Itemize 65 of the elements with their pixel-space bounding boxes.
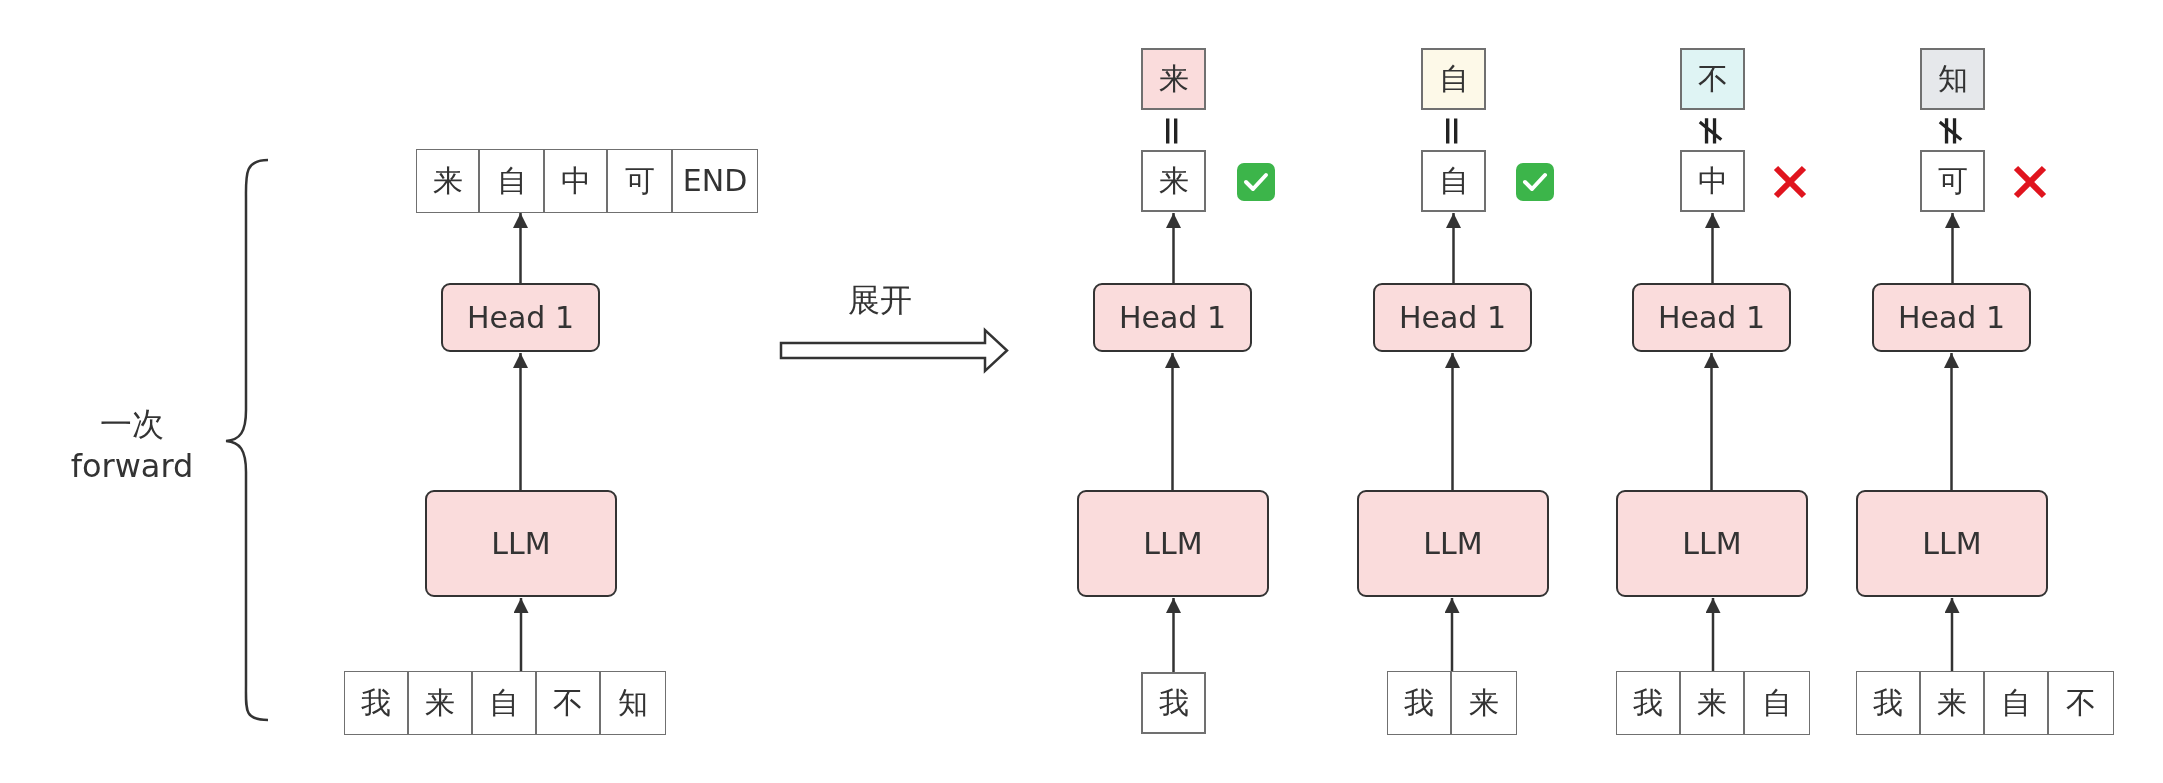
arrow: [1704, 353, 1719, 490]
token-strip: [1617, 672, 1809, 734]
token-cell: 自: [1421, 150, 1486, 212]
head-box: Head 1: [1872, 283, 2031, 352]
arrow: [1444, 598, 1460, 672]
arrow: [1705, 213, 1720, 283]
token-cell: END: [673, 150, 757, 212]
token-cell: 来: [1921, 672, 1985, 734]
head-box: Head 1: [1093, 283, 1252, 352]
arrow: [513, 353, 528, 490]
arrow: [1445, 353, 1460, 490]
not-equal-sign: ≠: [1692, 114, 1732, 148]
predicted-token-box: 不: [1680, 48, 1745, 110]
annotation-text: forward: [70, 450, 194, 482]
predicted-token-box: 知: [1920, 48, 1985, 110]
token-cell: 中: [545, 150, 608, 212]
not-equal-sign: ≠: [1932, 114, 1972, 148]
token-cell: 我: [345, 672, 409, 734]
token-cell: 来: [1452, 672, 1516, 734]
arrow: [1944, 353, 1959, 490]
token-cell: 可: [608, 150, 673, 212]
token-cell: 我: [1388, 672, 1452, 734]
token-cell: 自: [473, 672, 537, 734]
llm-box: LLM: [1856, 490, 2048, 597]
token-cell: 来: [1141, 150, 1206, 212]
token-cell: 自: [1745, 672, 1809, 734]
token-strip: [417, 150, 757, 212]
llm-box: LLM: [1616, 490, 1808, 597]
head-box: Head 1: [1373, 283, 1532, 352]
token-cell: 不: [2049, 672, 2113, 734]
token-cell: 知: [601, 672, 665, 734]
token-cell: 来: [417, 150, 480, 212]
arrow: [1705, 598, 1721, 672]
token-cell: 我: [1141, 672, 1206, 734]
llm-box: LLM: [425, 490, 617, 597]
arrow: [513, 213, 528, 283]
arrow: [513, 598, 529, 672]
llm-box: LLM: [1357, 490, 1549, 597]
arrow: [1166, 598, 1181, 672]
arrow: [1166, 213, 1181, 283]
token-cell: 我: [1857, 672, 1921, 734]
token-strip: [1857, 672, 2113, 734]
token-cell: 中: [1680, 150, 1745, 212]
head-box: Head 1: [1632, 283, 1791, 352]
token-strip: [345, 672, 665, 734]
arrow: [1446, 213, 1461, 283]
llm-box: LLM: [1077, 490, 1269, 597]
arrow-label: 展开: [848, 284, 912, 316]
token-cell: 自: [480, 150, 545, 212]
equals-sign: =: [1433, 114, 1473, 148]
token-strip: [1388, 672, 1516, 734]
token-cell: 来: [409, 672, 473, 734]
predicted-token-box: 来: [1141, 48, 1206, 110]
token-cell: 来: [1681, 672, 1745, 734]
token-cell: 自: [1985, 672, 2049, 734]
annotation-text: 一次: [100, 408, 164, 440]
predicted-token-box: 自: [1421, 48, 1486, 110]
arrow: [1165, 353, 1180, 490]
token-cell: 不: [537, 672, 601, 734]
arrow: [1945, 213, 1960, 283]
head-box: Head 1: [441, 283, 600, 352]
token-cell: 我: [1617, 672, 1681, 734]
equals-sign: =: [1153, 114, 1193, 148]
arrow: [1944, 598, 1960, 672]
token-cell: 可: [1920, 150, 1985, 212]
